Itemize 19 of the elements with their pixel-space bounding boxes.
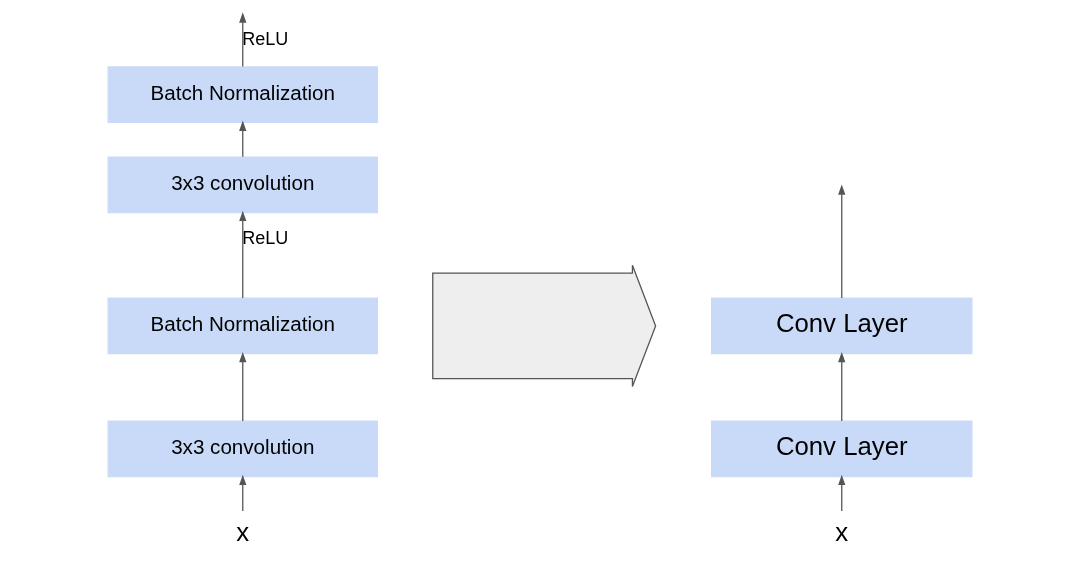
arrow [837,474,845,512]
arrow [238,12,246,68]
node-arrow [431,264,656,388]
arrow [238,351,246,422]
arrow [238,474,246,512]
node-box: Batch Normalization [107,66,378,123]
arrow [238,210,246,299]
node-box: Batch Normalization [107,297,378,355]
node-box: 3x3 convolution [107,156,378,214]
node-box: Conv Layer [710,297,972,355]
node-box: 3x3 convolution [107,420,378,478]
node-text: x [235,518,249,547]
node-box: Conv Layer [710,420,972,478]
arrow [837,351,845,422]
arrow [837,184,845,299]
node-text: x [834,518,848,547]
edge-label: ReLU [241,29,288,50]
arrow [238,120,246,158]
edge-label: ReLU [241,227,288,248]
